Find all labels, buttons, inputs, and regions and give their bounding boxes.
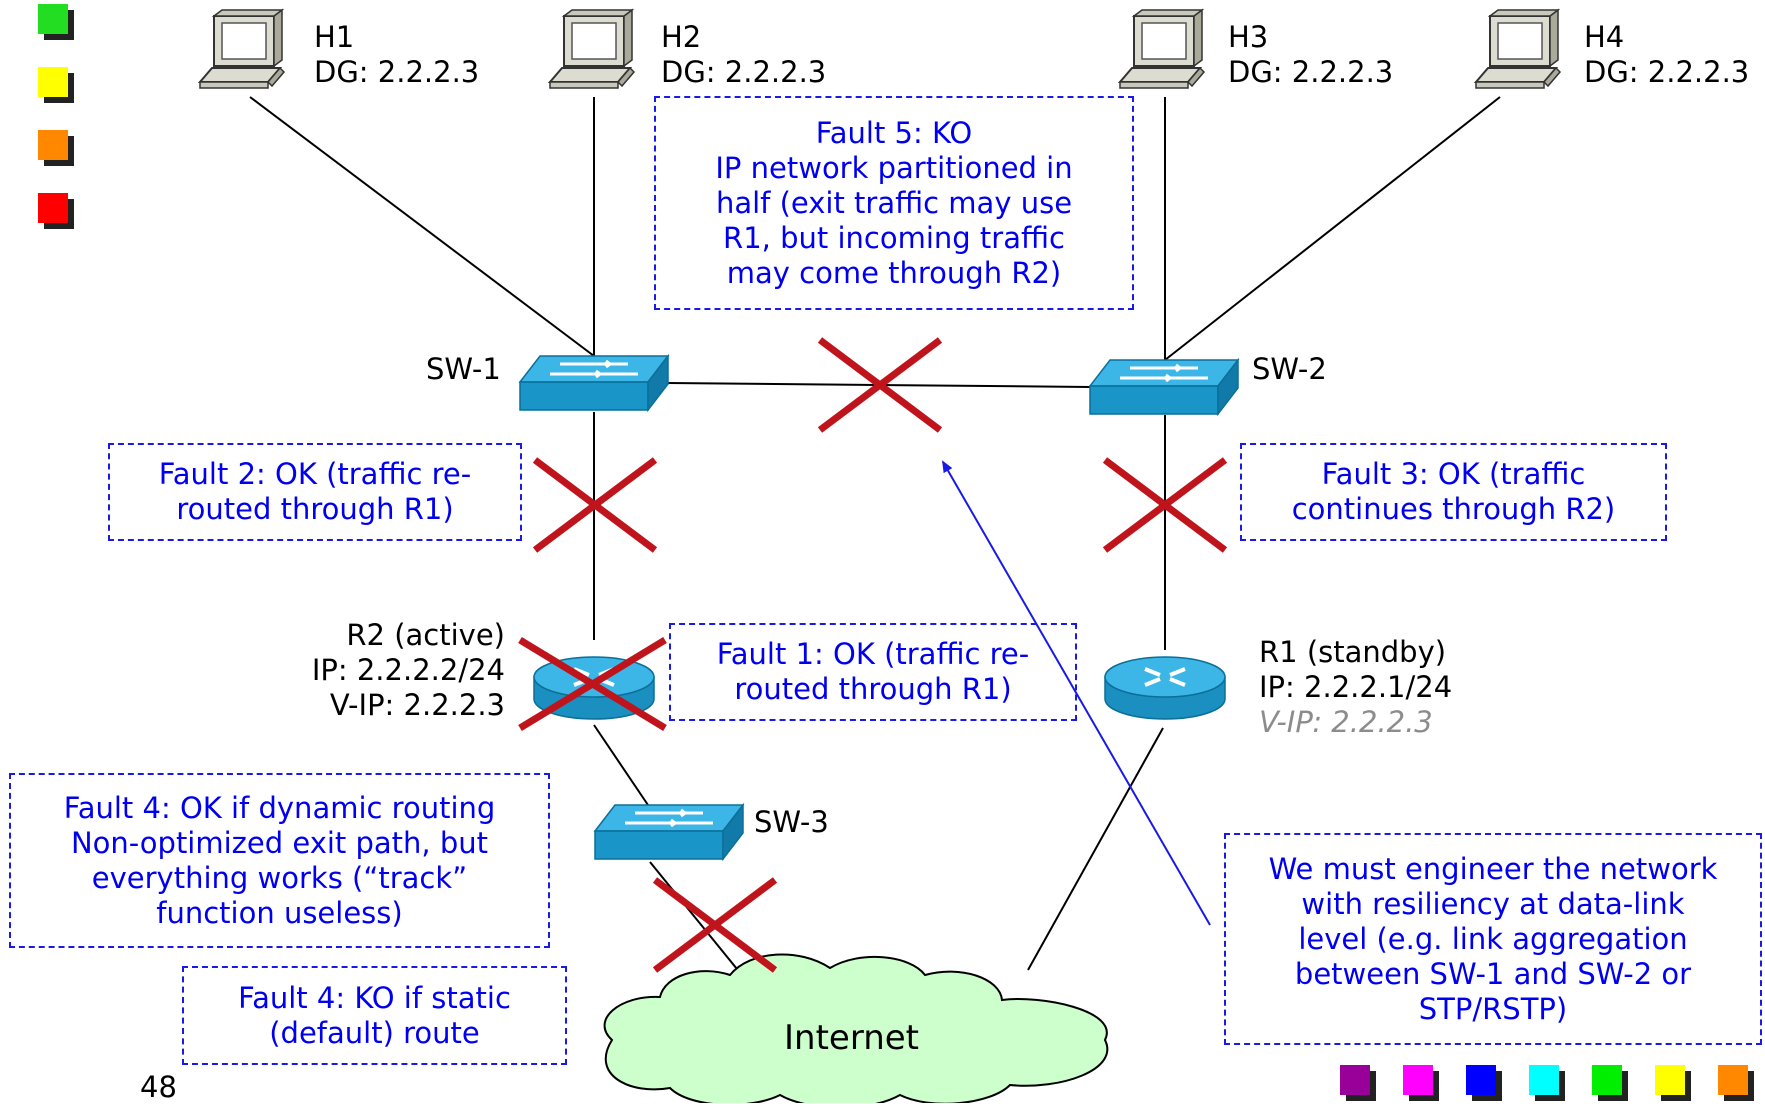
footer-square-icon — [1466, 1065, 1502, 1101]
link-r1-internet — [1027, 727, 1164, 971]
fault-2-box: Fault 2: OK (traffic re- routed through … — [108, 443, 522, 541]
r1-label: R1 (standby) IP: 2.2.2.1/24 V-IP: 2.2.2.… — [1259, 635, 1452, 740]
fault-4a-line: everything works (“track” — [91, 860, 468, 895]
h4-label: H4 DG: 2.2.2.3 — [1584, 20, 1749, 90]
bullet-square-icon — [38, 193, 74, 229]
bullet-square-icon — [38, 130, 74, 166]
fault-2-line: Fault 2: OK (traffic re- — [158, 457, 472, 491]
h1-name: H1 — [314, 20, 355, 54]
sw3-label: SW-3 — [754, 805, 829, 839]
fault-5-line: R1, but incoming traffic — [723, 220, 1065, 255]
footer-square-icon — [1529, 1065, 1565, 1101]
internet-label: Internet — [784, 1018, 920, 1058]
r1-router-icon — [1103, 655, 1227, 721]
sw1-label: SW-1 — [426, 352, 501, 386]
sw1-switch-icon — [518, 354, 670, 412]
h2-computer-icon — [549, 9, 635, 89]
r1-name: R1 (standby) — [1259, 635, 1447, 669]
h2-label: H2 DG: 2.2.2.3 — [661, 20, 826, 90]
bullet-markers — [38, 4, 74, 229]
fault-4b-line: (default) route — [269, 1015, 480, 1050]
footer-square-icon — [1718, 1065, 1754, 1101]
h2-default-gateway: DG: 2.2.2.3 — [661, 55, 827, 89]
footer-square-icon — [1592, 1065, 1628, 1101]
fault-3-line: continues through R2) — [1291, 492, 1616, 526]
h3-label: H3 DG: 2.2.2.3 — [1228, 20, 1393, 90]
fault-5-line: IP network partitioned in — [715, 150, 1073, 185]
note-line: level (e.g. link aggregation — [1298, 921, 1688, 956]
page-number: 48 — [140, 1070, 177, 1104]
h4-default-gateway: DG: 2.2.2.3 — [1584, 55, 1750, 89]
r1-ip: IP: 2.2.2.1/24 — [1259, 670, 1453, 704]
fault-3-cross-icon — [1102, 457, 1228, 553]
h2-name: H2 — [661, 20, 702, 54]
fault-4a-line: Non-optimized exit path, but — [70, 825, 489, 860]
fault-1-line: Fault 1: OK (traffic re- — [716, 637, 1030, 671]
fault-4-dynamic-box: Fault 4: OK if dynamic routing Non-optim… — [9, 773, 550, 948]
fault-3-line: Fault 3: OK (traffic — [1321, 457, 1586, 491]
fault-4a-line: Fault 4: OK if dynamic routing — [63, 790, 496, 825]
link-h4-sw2 — [1164, 96, 1501, 361]
internet-cloud-icon — [603, 953, 1109, 1103]
r2-name: R2 (active) — [346, 618, 505, 652]
h1-computer-icon — [199, 9, 285, 89]
note-line: with resiliency at data-link — [1301, 886, 1685, 921]
r2-label: R2 (active) IP: 2.2.2.2/24 V-IP: 2.2.2.3 — [220, 618, 505, 723]
r2-vip: V-IP: 2.2.2.3 — [329, 688, 505, 722]
fault-5-line: may come through R2) — [726, 255, 1062, 290]
footer-color-squares — [1340, 1065, 1754, 1101]
footer-square-icon — [1340, 1065, 1376, 1101]
h4-computer-icon — [1475, 9, 1561, 89]
note-line: We must engineer the network — [1268, 851, 1718, 886]
note-line: STP/RSTP) — [1418, 991, 1568, 1026]
fault-2-cross-icon — [532, 457, 658, 553]
footer-square-icon — [1403, 1065, 1439, 1101]
fault-4a-line: function useless) — [156, 895, 403, 930]
footer-square-icon — [1655, 1065, 1691, 1101]
fault-4-static-box: Fault 4: KO if static (default) route — [182, 966, 567, 1065]
sw3-switch-icon — [593, 803, 745, 861]
link-r2-sw3 — [593, 724, 651, 809]
fault-2-line: routed through R1) — [176, 492, 454, 526]
link-sw3-internet — [649, 861, 751, 986]
fault-1-line: routed through R1) — [734, 672, 1012, 706]
fault-4b-line: Fault 4: KO if static — [238, 980, 511, 1015]
fault-5-line: Fault 5: KO — [815, 115, 973, 150]
link-h1-sw1 — [249, 96, 595, 357]
fault-4-cross-icon — [652, 877, 778, 973]
bullet-square-icon — [38, 4, 74, 40]
h3-name: H3 — [1228, 20, 1269, 54]
fault-5-cross-icon — [817, 337, 943, 433]
bullet-square-icon — [38, 67, 74, 103]
h3-default-gateway: DG: 2.2.2.3 — [1228, 55, 1394, 89]
h4-name: H4 — [1584, 20, 1625, 54]
r1-vip: V-IP: 2.2.2.3 — [1259, 705, 1433, 739]
h1-default-gateway: DG: 2.2.2.3 — [314, 55, 480, 89]
r2-ip: IP: 2.2.2.2/24 — [311, 653, 505, 687]
fault-5-line: half (exit traffic may use — [715, 185, 1073, 220]
sw2-label: SW-2 — [1252, 352, 1327, 386]
fault-crosses — [518, 337, 1228, 973]
fault-1-cross-icon — [518, 637, 667, 731]
h1-label: H1 DG: 2.2.2.3 — [314, 20, 479, 90]
sw2-switch-icon — [1088, 358, 1240, 416]
note-line: between SW-1 and SW-2 or — [1294, 956, 1692, 991]
fault-5-box: Fault 5: KO IP network partitioned in ha… — [654, 96, 1134, 310]
h3-computer-icon — [1119, 9, 1205, 89]
resiliency-note-box: We must engineer the network with resili… — [1224, 833, 1762, 1045]
fault-1-box: Fault 1: OK (traffic re- routed through … — [669, 623, 1077, 721]
fault-3-box: Fault 3: OK (traffic continues through R… — [1240, 443, 1667, 541]
